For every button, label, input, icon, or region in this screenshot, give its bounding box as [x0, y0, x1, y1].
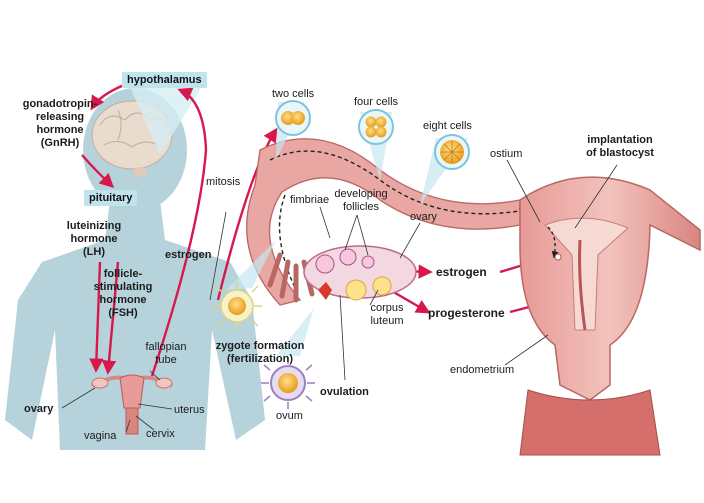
- ovulation-label: ovulation: [320, 386, 369, 398]
- corpus-luteum-label: corpus luteum: [370, 302, 404, 327]
- ostium-label: ostium: [490, 148, 523, 160]
- hypothalamus-label: hypothalamus: [122, 72, 207, 88]
- zygote: [212, 281, 262, 331]
- ovary-left-label: ovary: [24, 403, 54, 415]
- zygote-formation-label: zygote formation (fertilization): [215, 340, 305, 365]
- pituitary-label: pituitary: [84, 190, 138, 206]
- estrogen-right-label: estrogen: [436, 265, 487, 279]
- two-cells-label: two cells: [272, 88, 315, 100]
- lh-label: luteinizing hormone (LH): [66, 220, 122, 258]
- ovary-large: [303, 245, 417, 301]
- fimbriae-label: fimbriae: [290, 194, 330, 206]
- fallopian-tube-label: fallopian tube: [145, 341, 187, 366]
- endometrium-label: endometrium: [450, 364, 515, 376]
- ovum: [261, 357, 315, 409]
- small-reproductive-organs: [91, 374, 173, 435]
- four-cells-label: four cells: [354, 96, 399, 108]
- implantation-label: implantation of blastocyst: [586, 134, 654, 159]
- two-cells-stage: [275, 100, 311, 136]
- eight-cells-stage: [434, 134, 470, 170]
- ovary-right-label: ovary: [410, 211, 437, 223]
- right-pointer-lines: [319, 159, 618, 381]
- uterus-label: uterus: [174, 404, 205, 416]
- progesterone-label: progesterone: [428, 306, 505, 320]
- ovum-label: ovum: [276, 410, 303, 422]
- estrogen-left-label: estrogen: [165, 249, 212, 261]
- gnrh-label: gonadotropin- releasing hormone (GnRH): [22, 98, 98, 149]
- fsh-label: follicle- stimulating hormone (FSH): [93, 268, 153, 319]
- four-cells-stage: [358, 109, 394, 145]
- eight-cells-label: eight cells: [423, 120, 472, 132]
- connector-lines: [61, 211, 227, 433]
- developing-follicles-label: developing follicles: [334, 188, 388, 213]
- uterus-large: [519, 176, 701, 456]
- vagina-label: vagina: [84, 430, 117, 442]
- mitosis-label: mitosis: [206, 176, 241, 188]
- cervix-label: cervix: [146, 428, 175, 440]
